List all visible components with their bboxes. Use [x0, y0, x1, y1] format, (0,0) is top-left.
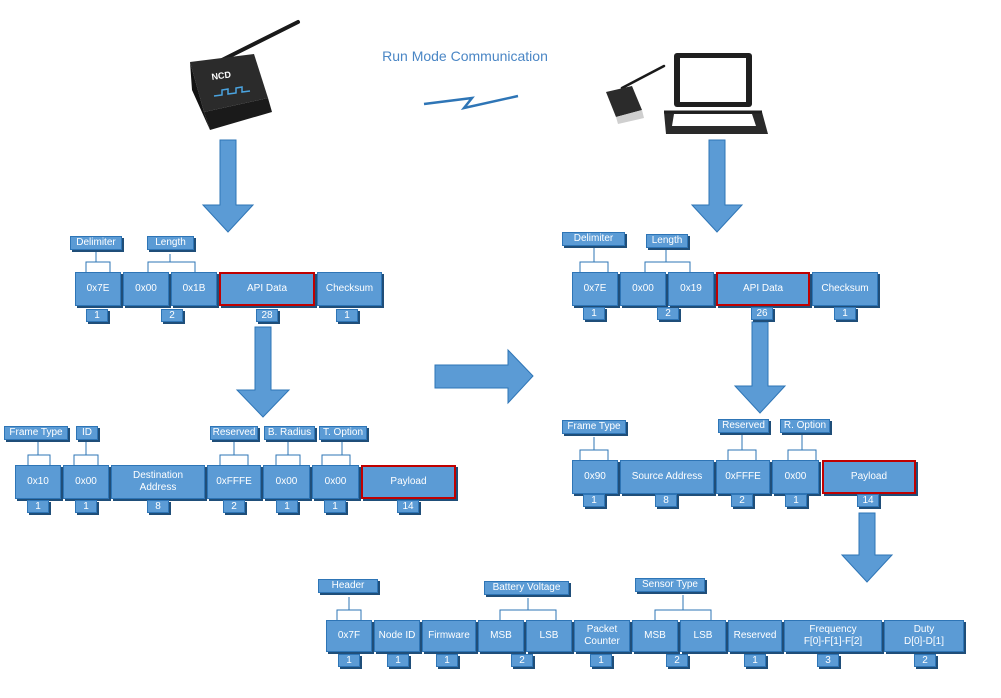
- field-r-option-size: 1: [785, 494, 807, 507]
- field-api-data-size: 26: [751, 307, 773, 320]
- field-t-option-size: 1: [324, 500, 346, 513]
- field-frequency: Frequency F[0]-F[1]-F[2]: [784, 620, 882, 652]
- right-arrow-transfer: [434, 348, 534, 405]
- field-frame-type-size: 1: [27, 500, 49, 513]
- field-checksum: Checksum: [317, 272, 382, 306]
- field-checksum-size: 1: [336, 309, 358, 322]
- field-firmware-size: 1: [436, 654, 458, 667]
- label-id: ID: [76, 426, 98, 440]
- field-delimiter-size: 1: [86, 309, 108, 322]
- field-reserved: 0xFFFE: [716, 460, 770, 494]
- field-id: 0x00: [63, 465, 109, 499]
- field-delimiter: 0x7E: [75, 272, 121, 306]
- field-duty-size: 2: [914, 654, 936, 667]
- field-payload-size: 14: [397, 500, 419, 513]
- field-sensor-msb-size: 2: [666, 654, 688, 667]
- laptop-icon: [664, 53, 768, 134]
- field-t-option: 0x00: [312, 465, 359, 499]
- field-delimiter: 0x7E: [572, 272, 618, 306]
- down-arrow-sensor: [201, 139, 255, 233]
- field-source-address-size: 8: [655, 494, 677, 507]
- svg-text:NCD: NCD: [211, 69, 232, 82]
- field-frame-type: 0x90: [572, 460, 618, 494]
- field-b-radius-size: 1: [276, 500, 298, 513]
- field-checksum-size: 1: [834, 307, 856, 320]
- label-length: Length: [147, 236, 194, 250]
- label-r-option: R. Option: [780, 419, 830, 433]
- flow-arrows: [201, 139, 894, 583]
- label-frame-type: Frame Type: [562, 420, 626, 434]
- down-arrow-tx-api: [235, 326, 291, 418]
- field-battery-msb: MSB: [478, 620, 524, 652]
- field-node-id-size: 1: [387, 654, 409, 667]
- wireless-link-icon: [423, 94, 519, 110]
- label-frame-type: Frame Type: [4, 426, 68, 440]
- label-sensor-type: Sensor Type: [635, 578, 705, 592]
- field-sensor-lsb: LSB: [680, 620, 726, 652]
- field-r-option: 0x00: [772, 460, 819, 494]
- field-checksum: Checksum: [812, 272, 878, 306]
- field-b-radius: 0x00: [263, 465, 310, 499]
- field-payload-size: 14: [857, 494, 879, 507]
- field-source-address: Source Address: [620, 460, 714, 494]
- field-battery-msb-size: 2: [511, 654, 533, 667]
- label-header: Header: [318, 579, 378, 593]
- field-length-msb-size: 2: [161, 309, 183, 322]
- field-node-id: Node ID: [374, 620, 420, 652]
- label-t-option: T. Option: [319, 426, 367, 440]
- field-reserved-size: 1: [744, 654, 766, 667]
- field-header-size: 1: [338, 654, 360, 667]
- field-api-data: API Data: [219, 272, 315, 306]
- field-api-data-size: 28: [256, 309, 278, 322]
- field-frame-type-size: 1: [583, 494, 605, 507]
- field-length-lsb: 0x19: [668, 272, 714, 306]
- field-length-msb: 0x00: [620, 272, 666, 306]
- diagram-title: Run Mode Communication: [382, 48, 548, 64]
- field-frequency-size: 3: [817, 654, 839, 667]
- field-delimiter-size: 1: [583, 307, 605, 320]
- down-arrow-rx-api: [733, 321, 787, 414]
- field-reserved: Reserved: [728, 620, 782, 652]
- bracket-connectors: [27, 248, 817, 620]
- field-reserved-size: 2: [731, 494, 753, 507]
- field-header: 0x7F: [326, 620, 372, 652]
- field-api-data: API Data: [716, 272, 810, 306]
- label-b-radius: B. Radius: [264, 426, 315, 440]
- field-payload: Payload: [361, 465, 456, 499]
- down-arrow-payload: [840, 512, 894, 583]
- field-destination-address-size: 8: [147, 500, 169, 513]
- field-reserved: 0xFFFE: [207, 465, 261, 499]
- label-reserved: Reserved: [210, 426, 258, 440]
- label-battery-voltage: Battery Voltage: [484, 581, 569, 595]
- field-destination-address: Destination Address: [111, 465, 205, 499]
- field-length-lsb: 0x1B: [171, 272, 217, 306]
- label-delimiter: Delimiter: [70, 236, 122, 250]
- wireless-sensor-icon: NCD: [190, 20, 300, 130]
- field-battery-lsb: LSB: [526, 620, 572, 652]
- down-arrow-laptop: [690, 139, 744, 233]
- label-delimiter: Delimiter: [562, 232, 625, 246]
- label-reserved: Reserved: [718, 419, 769, 433]
- field-length-msb-size: 2: [657, 307, 679, 320]
- label-length: Length: [646, 234, 688, 248]
- usb-gateway-icon: [606, 64, 666, 124]
- field-firmware: Firmware: [422, 620, 476, 652]
- field-frame-type: 0x10: [15, 465, 61, 499]
- field-payload: Payload: [822, 460, 916, 494]
- field-packet-counter: Packet Counter: [574, 620, 630, 652]
- field-reserved-size: 2: [223, 500, 245, 513]
- field-length-msb: 0x00: [123, 272, 169, 306]
- field-sensor-msb: MSB: [632, 620, 678, 652]
- field-id-size: 1: [75, 500, 97, 513]
- field-duty: Duty D[0]-D[1]: [884, 620, 964, 652]
- field-packet-counter-size: 1: [590, 654, 612, 667]
